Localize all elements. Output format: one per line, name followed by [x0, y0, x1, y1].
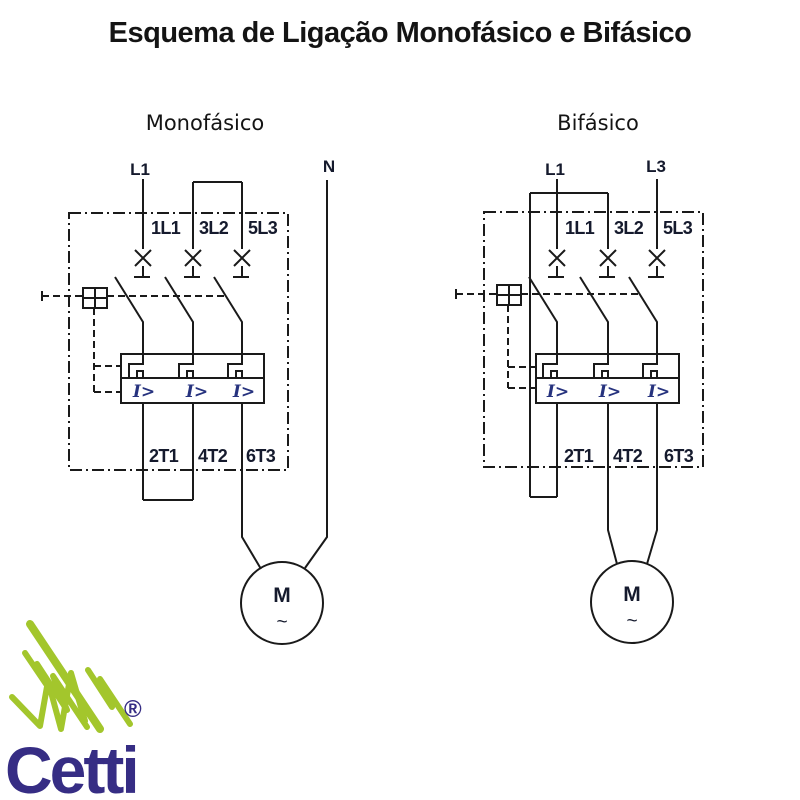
- bifa-pole-1-conductor: [528, 179, 566, 497]
- mono-input-label-1l1: 1L1: [151, 218, 181, 238]
- monofasico-diagram: Monofásico L1 N 1L1 3L2 5L3 2T1 4T2: [41, 111, 335, 645]
- bifa-actuator-handle-cross: [497, 285, 521, 305]
- bifa-trip-label-3: I>: [647, 382, 670, 402]
- mono-output-label-6t3: 6T3: [246, 446, 276, 466]
- mono-enclosure-border: [68, 212, 289, 471]
- bifa-output-label-6t3: 6T3: [664, 446, 694, 466]
- bifa-motor-circle: [590, 560, 674, 644]
- bifasico-diagram: Bifásico L1 L3 1L1 3L2 5L3 2T1 4T2 6T3 I…: [455, 111, 704, 644]
- mono-supply-n-label: N: [323, 157, 335, 176]
- mono-input-label-5l3: 5L3: [248, 218, 278, 238]
- mono-motor-circle: [240, 561, 324, 645]
- logo-wordmark: Cetti: [5, 733, 137, 800]
- logo-scribble-stroke-3: [9, 670, 88, 732]
- bifasico-heading: Bifásico: [557, 111, 639, 135]
- logo-registered-mark: ®: [124, 696, 142, 723]
- mono-output-label-4t2: 4T2: [198, 446, 228, 466]
- mono-trip-label-1: I>: [132, 382, 155, 402]
- bifa-pole-2-conductor: [579, 193, 618, 565]
- mono-actuator-handle-cross: [83, 288, 107, 308]
- bifa-motor-ac-symbol: ~: [626, 611, 637, 632]
- bifa-top-jumper-and-bypass: [529, 192, 608, 498]
- mono-pole-2-conductor: [164, 182, 202, 500]
- mono-pole-1-conductor: [114, 179, 152, 500]
- bifa-output-label-4t2: 4T2: [613, 446, 643, 466]
- bifa-motor-label: M: [623, 583, 641, 606]
- logo-scribble-icon: [9, 620, 133, 733]
- bifa-input-label-5l3: 5L3: [663, 218, 693, 238]
- logo-scribble-stroke-4: [85, 667, 133, 727]
- bifa-supply-l3-label: L3: [646, 157, 666, 176]
- bifa-input-label-3l2: 3L2: [614, 218, 644, 238]
- mono-trip-label-2: I>: [185, 382, 208, 402]
- bifa-output-label-2t1: 2T1: [564, 446, 594, 466]
- bifa-trip-linkage: [507, 305, 536, 389]
- bifa-supply-l1-label: L1: [545, 160, 565, 179]
- bifa-input-label-1l1: 1L1: [565, 218, 595, 238]
- monofasico-heading: Monofásico: [146, 111, 265, 135]
- mono-input-label-3l2: 3L2: [199, 218, 229, 238]
- page-title: Esquema de Ligação Monofásico e Bifásico: [109, 17, 692, 49]
- mono-motor-ac-symbol: ~: [276, 612, 287, 633]
- bifa-pole-3-conductor: [628, 179, 666, 565]
- mono-supply-l1-label: L1: [130, 160, 150, 179]
- bifa-trip-label-2: I>: [598, 382, 621, 402]
- mono-pole-3-conductor: [213, 182, 262, 570]
- cetti-logo: ® Cetti: [5, 620, 142, 800]
- mono-trip-label-3: I>: [232, 382, 255, 402]
- mono-trip-linkage: [93, 308, 121, 393]
- mono-neutral-conductor: [304, 180, 328, 569]
- bifa-trip-label-1: I>: [546, 382, 569, 402]
- mono-motor-label: M: [273, 584, 291, 607]
- logo-scribble-stroke-1: [26, 620, 104, 733]
- bifa-enclosure-border: [483, 211, 704, 468]
- mono-output-label-2t1: 2T1: [149, 446, 179, 466]
